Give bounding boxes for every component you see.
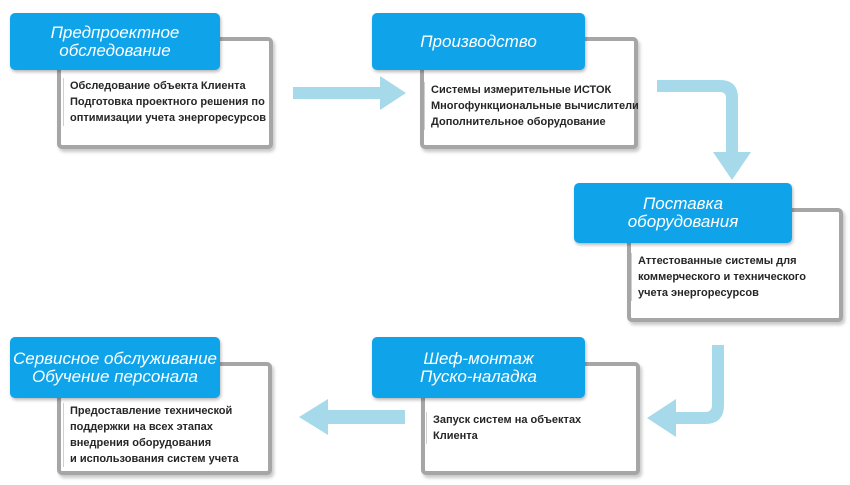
stage-5-item-1: Предоставление технической [70, 405, 233, 417]
stage-3-item-2: коммерческого и технического [638, 271, 806, 283]
stage-3-item-1: Аттестованные системы для [638, 255, 797, 267]
stage-1-items: Обследование объекта Клиента Подготовка … [63, 78, 268, 126]
stage-3-items: Аттестованные системы для коммерческого … [631, 253, 839, 301]
stage-1-title: Предпроектное обследование [10, 13, 220, 70]
stage-2-title-line-1: Производство [420, 31, 537, 51]
stage-2-item-1: Системы измерительные ИСТОК [431, 84, 612, 96]
stage-4-item-2: Клиента [433, 430, 478, 442]
stage-4-title: Шеф-монтаж Пуско-наладка [372, 337, 585, 398]
stage-3-title: Поставка оборудования [574, 183, 792, 243]
stage-4-items: Запуск систем на объектах Клиента [426, 412, 634, 444]
stage-5-title-line-1: Сервисное обслуживание [13, 348, 217, 368]
stage-4-title-line-2: Пуско-наладка [420, 366, 537, 386]
stage-1-title-line-2: обследование [59, 40, 171, 60]
stage-4-item-1: Запуск систем на объектах [433, 414, 582, 426]
arrow-left-1 [299, 399, 405, 435]
stage-5-items: Предоставление технической поддержки на … [63, 403, 268, 467]
stage-1-item-1: Обследование объекта Клиента [70, 80, 246, 92]
arrow-bend-down-1 [657, 80, 751, 180]
stage-5-title: Сервисное обслуживание Обучение персонал… [10, 337, 220, 398]
stage-3-title-line-1: Поставка [642, 194, 724, 213]
stage-1-title-line-1: Предпроектное [50, 22, 180, 42]
stage-5-item-2: поддержки на всех этапах [70, 421, 213, 433]
stage-4-title-line-1: Шеф-монтаж [423, 348, 534, 368]
stage-2-item-3: Дополнительное оборудование [431, 116, 606, 128]
arrow-bend-left-1 [647, 345, 724, 437]
stage-3-item-3: учета энергоресурсов [638, 287, 759, 299]
stage-2-items: Системы измерительные ИСТОК Многофункцио… [424, 82, 639, 130]
stage-5-item-4: и использования систем учета [70, 453, 239, 465]
arrow-right-1 [293, 76, 406, 110]
stage-2-item-2: Многофункциональные вычислители [431, 100, 639, 112]
stage-3-title-line-2: оборудования [627, 212, 739, 231]
stage-5-title-line-2: Обучение персонала [31, 366, 199, 386]
stage-5-item-3: внедрения оборудования [70, 437, 212, 449]
stage-1-item-2: Подготовка проектного решения по [70, 96, 265, 108]
stage-1-item-3: оптимизации учета энергоресурсов [70, 112, 267, 124]
stage-2-title: Производство [372, 13, 585, 70]
